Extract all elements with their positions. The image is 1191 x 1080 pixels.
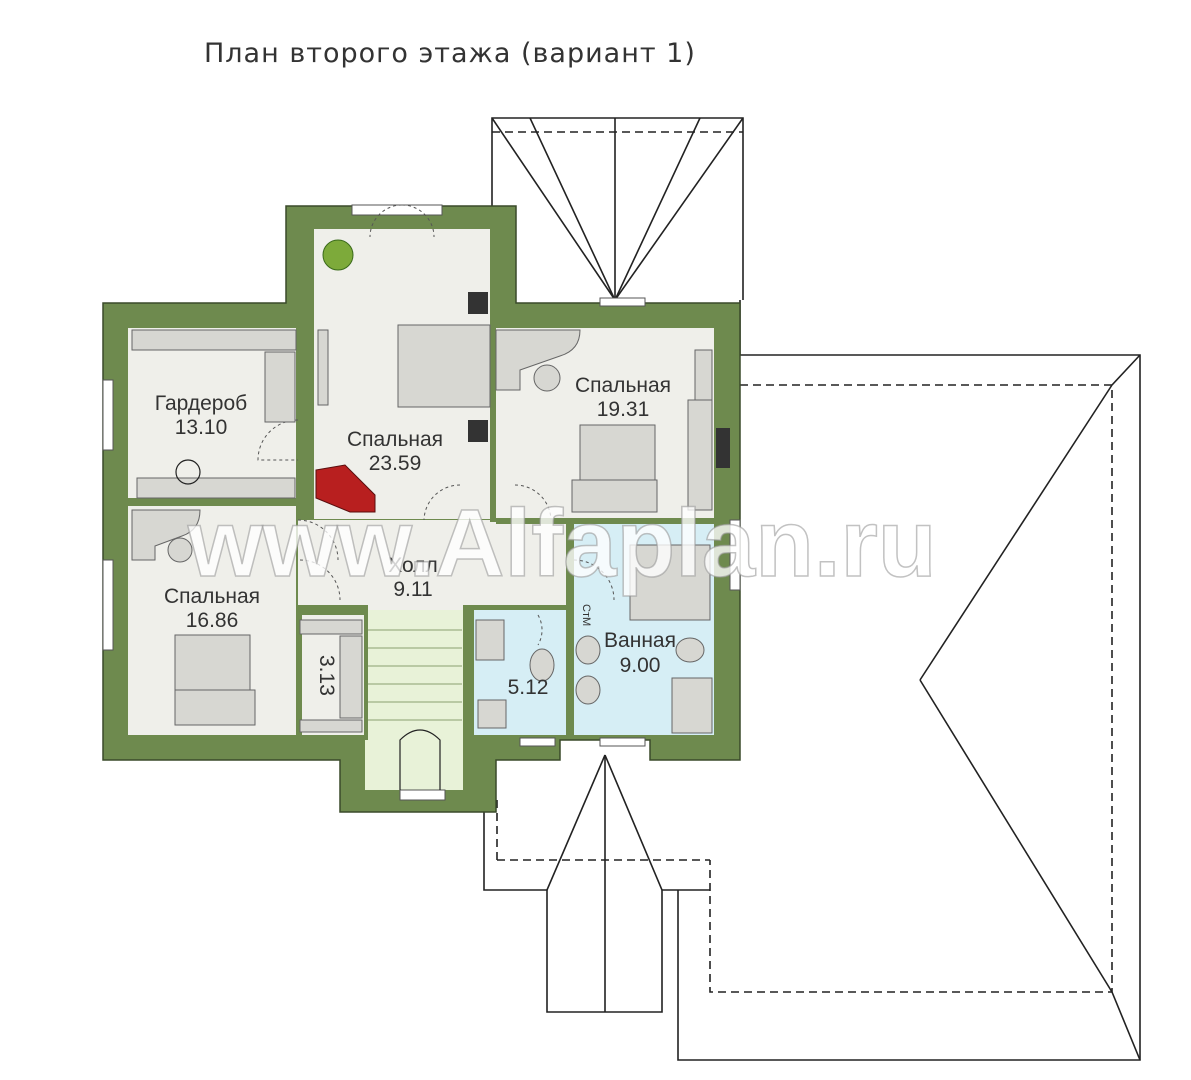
doors <box>257 204 615 646</box>
room-area-hall: 9.11 <box>393 578 432 601</box>
room-name-master-bedroom: Спальная <box>347 428 443 451</box>
plan-title: План второго этажа (вариант 1) <box>204 38 696 69</box>
interior-walls <box>128 300 714 740</box>
room-area-bedroom-right: 19.31 <box>597 398 650 421</box>
roof-outline <box>483 117 1141 1061</box>
room-name-bedroom-left: Спальная <box>164 585 260 608</box>
room-area-closet: 3.13 <box>315 655 338 696</box>
watermark: www.Alfaplan.ru <box>187 490 937 597</box>
room-labels: Гардероб 13.10 Спальная 23.59 Спальная 1… <box>155 374 676 699</box>
room-area-garderobe: 13.10 <box>175 416 228 439</box>
washing-machine-label: СтМ <box>580 604 592 626</box>
room-area-bedroom-left: 16.86 <box>186 609 239 632</box>
windows <box>102 204 741 801</box>
room-name-bathroom: Ванная <box>604 629 676 652</box>
room-area-master-bedroom: 23.59 <box>369 452 422 475</box>
room-name-garderobe: Гардероб <box>155 392 247 415</box>
room-name-hall: Холл <box>388 554 438 577</box>
furniture <box>131 239 730 790</box>
room-area-bathroom: 9.00 <box>620 654 661 677</box>
room-area-bath-small: 5.12 <box>508 676 549 699</box>
room-name-bedroom-right: Спальная <box>575 374 671 397</box>
